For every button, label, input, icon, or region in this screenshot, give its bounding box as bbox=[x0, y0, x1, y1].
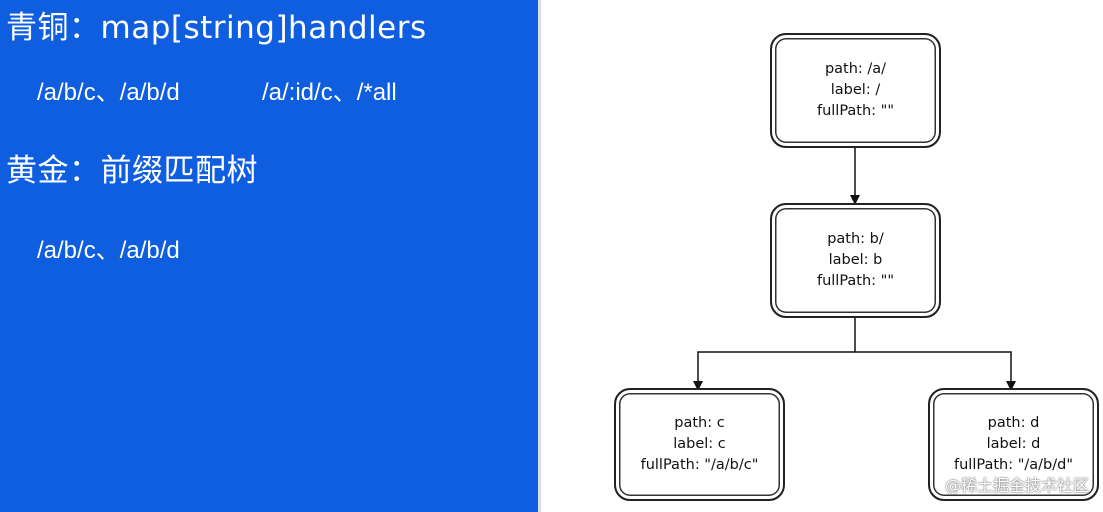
tree-node-d: path: d label: d fullPath: "/a/b/d" bbox=[928, 388, 1099, 501]
gold-heading: 黄金：前缀匹配树 bbox=[6, 153, 258, 189]
node-label: label: d bbox=[986, 436, 1041, 452]
tree-edges bbox=[693, 148, 1016, 391]
prefix-tree-diagram: path: /a/ label: / fullPath: "" path: b/… bbox=[541, 0, 1103, 512]
tree-node-c: path: c label: c fullPath: "/a/b/c" bbox=[614, 388, 785, 501]
node-label: label: / bbox=[830, 82, 881, 98]
gold-example: /a/b/c、/a/b/d bbox=[37, 237, 180, 264]
node-fullpath: fullPath: "" bbox=[816, 273, 895, 289]
edge-b-to-d bbox=[855, 351, 1016, 391]
watermark-text: @稀土掘金技术社区 bbox=[944, 476, 1089, 495]
bronze-example-1: /a/b/c、/a/b/d bbox=[37, 79, 180, 106]
node-path: path: c bbox=[674, 415, 725, 431]
node-fullpath: fullPath: "/a/b/d" bbox=[954, 457, 1073, 473]
bronze-title: map[string]handlers bbox=[100, 10, 427, 46]
node-label: label: b bbox=[828, 252, 883, 268]
edge-b-to-c bbox=[693, 318, 856, 391]
bronze-label: 青铜： bbox=[6, 10, 101, 46]
node-label: label: c bbox=[673, 436, 726, 452]
tree-node-root: path: /a/ label: / fullPath: "" bbox=[770, 33, 941, 148]
node-path: path: b/ bbox=[827, 231, 884, 247]
node-fullpath: fullPath: "/a/b/c" bbox=[640, 457, 759, 473]
bronze-heading: 青铜：map[string]handlers bbox=[6, 2, 427, 47]
node-path: path: d bbox=[987, 415, 1040, 431]
slide-panel: 青铜：map[string]handlers /a/b/c、/a/b/d /a/… bbox=[0, 0, 538, 512]
bronze-example-2: /a/:id/c、/*all bbox=[262, 79, 397, 106]
tree-node-b: path: b/ label: b fullPath: "" bbox=[770, 203, 941, 318]
panel-divider bbox=[538, 0, 541, 512]
node-fullpath: fullPath: "" bbox=[816, 103, 895, 119]
node-path: path: /a/ bbox=[824, 61, 887, 77]
